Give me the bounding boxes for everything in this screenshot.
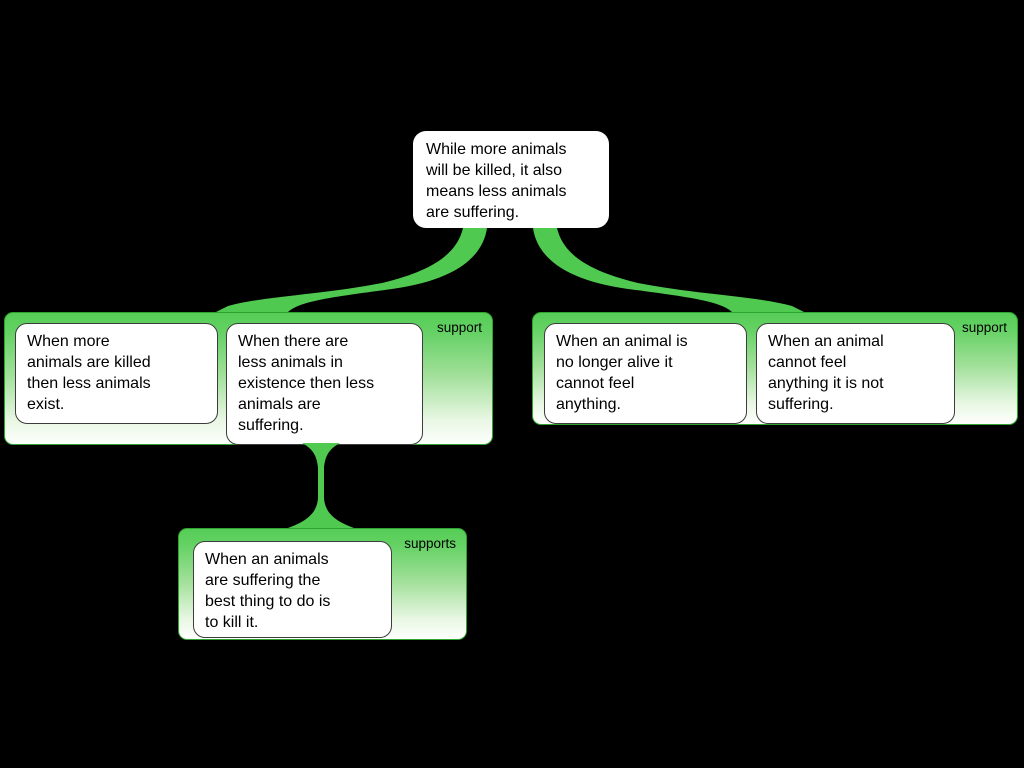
root-claim-node[interactable]: While more animals will be killed, it al…: [413, 131, 609, 228]
connector-root-to-left-group: [216, 228, 487, 312]
claim-more-killed-less-exist[interactable]: When more animals are killed then less a…: [15, 323, 218, 424]
support-group-left[interactable]: support When more animals are killed the…: [4, 312, 493, 445]
support-group-right-label: support: [961, 320, 1007, 335]
supports-group-bottom-label: supports: [404, 536, 456, 551]
claim-cannot-feel-not-suffering[interactable]: When an animal cannot feel anything it i…: [756, 323, 955, 424]
claim-not-alive-cannot-feel[interactable]: When an animal is no longer alive it can…: [544, 323, 747, 424]
claim-less-animals-less-suffering[interactable]: When there are less animals in existence…: [226, 323, 423, 445]
support-group-left-label: support: [436, 320, 482, 335]
support-group-right[interactable]: support When an animal is no longer aliv…: [532, 312, 1018, 425]
supports-group-bottom[interactable]: supports When an animals are suffering t…: [178, 528, 467, 640]
claim-suffering-best-to-kill[interactable]: When an animals are suffering the best t…: [193, 541, 392, 638]
connector-claim-to-bottom-group: [288, 443, 354, 528]
connector-root-to-right-group: [533, 228, 804, 312]
